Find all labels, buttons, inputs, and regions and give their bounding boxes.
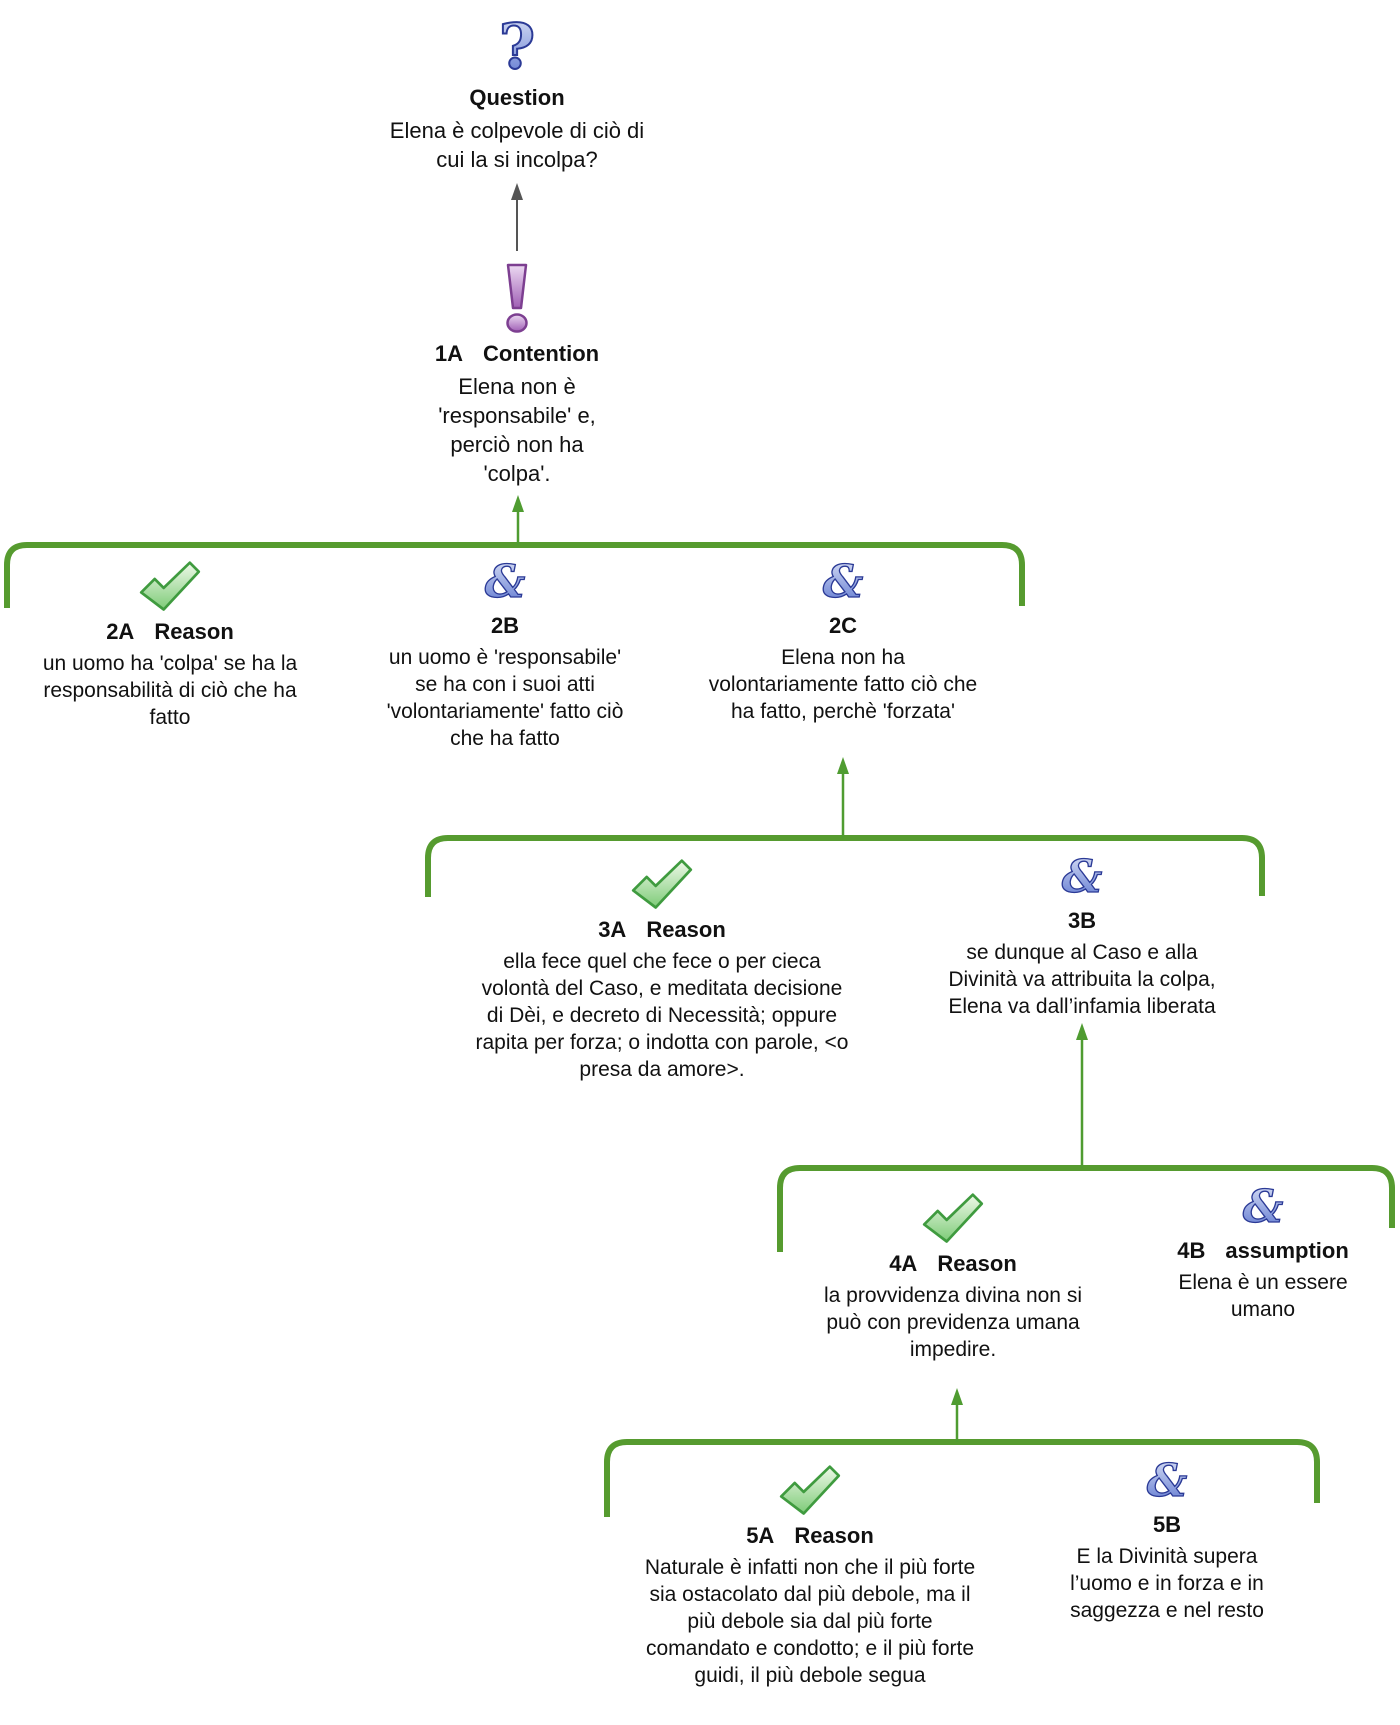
svg-text:&: & [1243,1181,1283,1233]
node-id: 3B [1067,908,1097,933]
node-copremise-5b[interactable]: & 5B E la Divinità supera l’uomo e in fo… [992,1454,1342,1624]
node-id: 5B [1152,1512,1182,1537]
ampersand-icon: & [1238,1180,1288,1234]
ampersand-icon: & [1057,850,1107,904]
check-icon [134,560,206,614]
ampersand-icon: & [1142,1454,1192,1508]
multi-premise-bracket-5 [604,1439,1320,1517]
multi-premise-bracket-2 [4,542,1025,608]
node-copremise-2b[interactable]: & 2B un uomo è 'responsabile' se ha con … [360,555,650,752]
svg-text:&: & [1062,851,1102,903]
node-copremise-3b[interactable]: & 3B se dunque al Caso e alla Divinità v… [902,850,1262,1020]
support-arrow-3b [1076,1023,1088,1168]
node-role: assumption [1225,1238,1349,1263]
node-copremise-2c[interactable]: & 2C Elena non ha volontariamente fatto … [673,555,1013,725]
node-id: 2A [106,619,135,644]
support-arrow-4a [951,1388,963,1442]
node-text: E la Divinità supera l’uomo e in forza e… [1070,1545,1264,1622]
node-id: 4A [889,1251,918,1276]
node-text: ella fece quel che fece o per cieca volo… [475,950,849,1081]
node-role: Reason [794,1523,874,1548]
support-arrow-2c [837,757,849,838]
ampersand-icon: & [818,555,868,609]
node-reason-2a[interactable]: 2A Reason un uomo ha 'colpa' se ha la res… [20,560,320,731]
node-id: 2B [490,613,520,638]
svg-text:&: & [485,556,525,608]
multi-premise-bracket-3 [425,835,1265,897]
node-id: 3A [598,917,627,942]
node-role: Contention [483,341,600,366]
ampersand-icon: & [480,555,530,609]
node-role: Reason [937,1251,1017,1276]
node-question[interactable]: ? Question Elena è colpevole di ciò di c… [337,9,697,174]
check-icon [774,1464,846,1518]
node-id: 1A [434,341,464,366]
multi-premise-bracket-4 [777,1165,1395,1252]
exclamation-mark-icon [500,262,534,336]
node-reason-3a[interactable]: 3A Reason ella fece quel che fece o per c… [427,858,897,1083]
node-role: Reason [154,619,234,644]
question-title: Question [469,85,565,110]
support-arrow-1a [512,495,524,545]
node-reason-5a[interactable]: 5A Reason Naturale è infatti non che il p… [575,1464,1045,1689]
svg-text:&: & [823,556,863,608]
node-text: la provvidenza divina non si può con pre… [824,1284,1082,1361]
contention-text: Elena non è 'responsabile' e, perciò non… [438,374,596,486]
node-text: Elena non ha volontariamente fatto ciò c… [708,646,978,723]
check-icon [917,1192,989,1246]
node-role: Reason [646,917,726,942]
node-text: se dunque al Caso e alla Divinità va att… [948,941,1216,1018]
node-contention-1a[interactable]: 1A Contention Elena non è 'responsabile' … [397,262,637,488]
check-icon [626,858,698,912]
question-mark-icon: ? [493,9,541,84]
node-id: 2C [828,613,858,638]
node-id: 4B [1177,1238,1206,1263]
node-reason-4a[interactable]: 4A Reason la provvidenza divina non si pu… [783,1192,1123,1363]
node-id: 5A [746,1523,775,1548]
node-text: un uomo è 'responsabile' se ha con i suo… [386,646,624,750]
node-text: Naturale è infatti non che il più forte … [644,1556,976,1687]
svg-text:?: ? [499,12,535,80]
node-text: un uomo ha 'colpa' se ha la responsabili… [42,652,298,729]
question-text: Elena è colpevole di ciò di cui la si in… [389,118,645,172]
svg-text:&: & [1147,1455,1187,1507]
question-link-arrow [511,183,523,251]
node-assumption-4b[interactable]: & 4B assumption Elena è un essere umano [1128,1180,1398,1323]
node-text: Elena è un essere umano [1178,1271,1348,1321]
